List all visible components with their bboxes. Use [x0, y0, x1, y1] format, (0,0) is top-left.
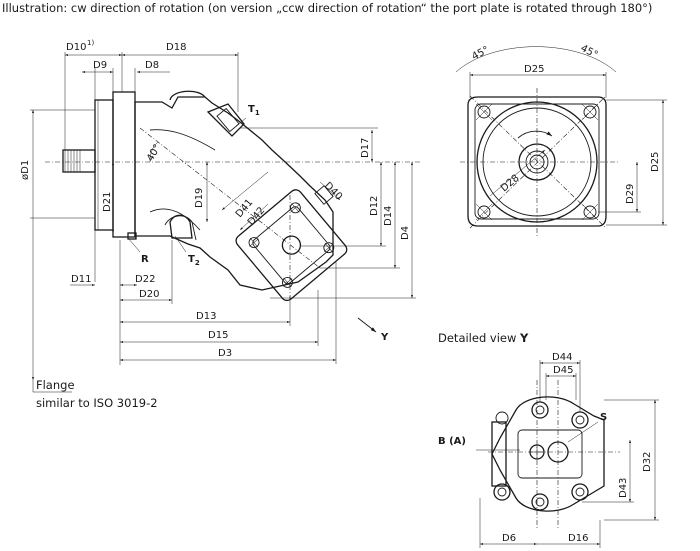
label-d10: D10 — [66, 42, 86, 53]
label-d16: D16 — [568, 533, 588, 544]
flange-note-line2: similar to ISO 3019-2 — [36, 396, 158, 410]
label-d3: D3 — [218, 348, 232, 359]
label-d20: D20 — [139, 289, 159, 300]
label-t2: T2 — [188, 254, 200, 267]
label-d19: D19 — [194, 188, 205, 208]
view-y-arrow — [357, 317, 377, 333]
label-d43: D43 — [618, 478, 629, 498]
label-d45: D45 — [553, 365, 573, 376]
caption: Illustration: cw direction of rotation (… — [2, 1, 652, 15]
detail-bolt-holes — [493, 401, 589, 511]
label-t1: T1 — [248, 104, 260, 117]
label-d15: D15 — [208, 330, 228, 341]
label-port-b-a: B (A) — [438, 436, 466, 447]
label-angle-40: 40° — [145, 143, 163, 164]
label-d9: D9 — [93, 60, 107, 71]
d40-detail — [314, 185, 334, 205]
rotation-direction-arrow — [517, 130, 553, 139]
side-view-dimensions — [30, 52, 416, 393]
label-d1: øD1 — [20, 160, 31, 180]
label-d17: D17 — [360, 138, 371, 158]
label-d29: D29 — [625, 184, 636, 204]
label-d6: D6 — [502, 533, 516, 544]
label-d11: D11 — [71, 274, 91, 285]
label-d28: D28 — [499, 173, 522, 195]
side-view-labels: D10 1) D18 D9 D8 T1 T2 R øD1 D21 D19 40°… — [20, 39, 411, 410]
label-d14: D14 — [383, 206, 394, 226]
port-plate — [235, 189, 348, 302]
label-d12: D12 — [369, 196, 380, 216]
label-d22: D22 — [135, 274, 155, 285]
shaft-spline-hatch — [64, 150, 81, 172]
label-d25-side: D25 — [650, 152, 661, 172]
label-d8: D8 — [145, 60, 159, 71]
label-d25-top: D25 — [524, 64, 544, 75]
label-r: R — [141, 254, 149, 265]
label-angle-45-left: 45° — [470, 45, 491, 63]
label-angle-45-right: 45° — [579, 43, 600, 61]
label-port-s: S — [600, 412, 607, 423]
label-d18: D18 — [166, 42, 186, 53]
flange-note-line1: Flange — [36, 378, 75, 392]
label-view-y: Y — [380, 332, 389, 343]
side-view — [45, 90, 420, 302]
label-d13: D13 — [196, 311, 216, 322]
port-t2 — [169, 214, 193, 239]
port-flange-lip — [491, 421, 507, 487]
label-d40: D40 — [322, 180, 344, 202]
label-d44: D44 — [552, 352, 572, 363]
flange-square — [467, 96, 607, 227]
label-d32: D32 — [642, 452, 653, 472]
label-d4: D4 — [400, 226, 411, 240]
detail-view-labels: D44 D45 B (A) S D32 D43 D6 D16 — [438, 352, 653, 544]
port-flange-outline — [491, 396, 605, 512]
label-d10-note: 1) — [87, 39, 94, 47]
pump-housing — [134, 96, 334, 291]
detail-view — [476, 360, 659, 548]
detailed-view-title: Detailed view Y — [438, 331, 529, 345]
mounting-flange — [112, 91, 136, 238]
label-d21: D21 — [102, 192, 113, 212]
front-view — [455, 46, 667, 236]
